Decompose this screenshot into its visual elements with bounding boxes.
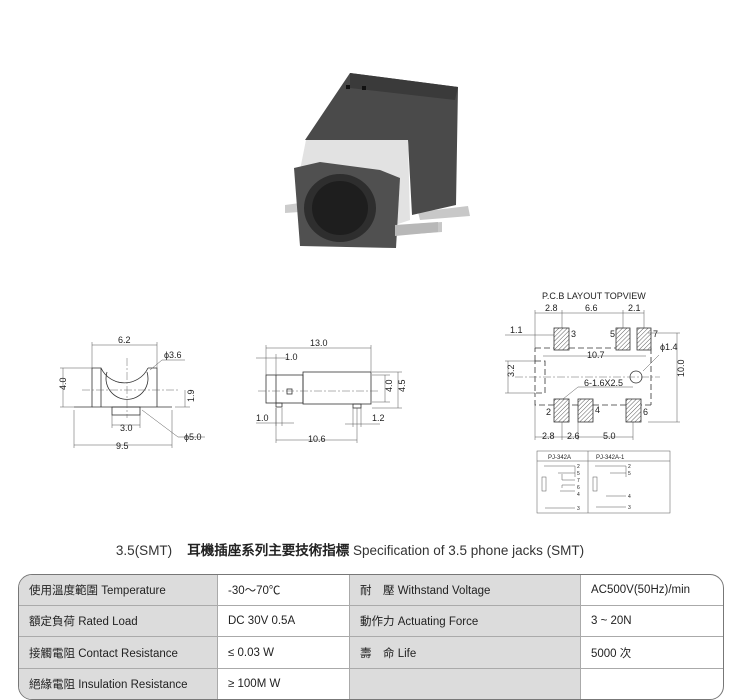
- front-view-drawing: 6.2 ϕ3.6 4.0 1.9 3.0 ϕ5.0 9.5: [58, 335, 205, 451]
- spec-value: ≤ 0.03 W: [217, 636, 350, 669]
- pin-label: 4: [577, 492, 580, 498]
- dim-side-height: 4.0: [384, 379, 394, 392]
- dim-inner-span: 10.7: [587, 350, 605, 360]
- spec-value: -30～70℃: [217, 575, 350, 607]
- dim-top-3: 2.1: [628, 303, 641, 313]
- spec-value: ≥ 100M W: [217, 667, 350, 699]
- dim-outer-dia: ϕ5.0: [184, 432, 202, 442]
- pin-label: 4: [628, 494, 631, 500]
- pad-label: 4: [595, 405, 600, 415]
- pad-label: 2: [546, 407, 551, 417]
- dim-top-1: 2.8: [545, 303, 558, 313]
- pad-label: 3: [571, 329, 576, 339]
- table-row: 接觸電阻 Contact Resistance ≤ 0.03 W 壽 命 Lif…: [19, 636, 723, 669]
- dim-bottom-3: 5.0: [603, 431, 616, 441]
- dim-top-2: 6.6: [585, 303, 598, 313]
- pin-label: 5: [628, 471, 631, 477]
- table-row: 絕緣電阻 Insulation Resistance ≥ 100M W: [19, 667, 723, 699]
- spec-label: 額定負荷 Rated Load: [19, 605, 218, 638]
- pad-label: 6: [643, 407, 648, 417]
- spec-value: AC500V(50Hz)/min: [580, 575, 723, 607]
- title-prefix: 3.5(SMT): [115, 543, 173, 558]
- spec-label: 使用溫度範圍 Temperature: [19, 575, 218, 607]
- dim-pad-size: 6-1.6X2.5: [584, 378, 623, 388]
- spec-label: 動作力 Actuating Force: [349, 605, 581, 638]
- spec-label: 壽 命 Life: [349, 636, 581, 669]
- spec-value: 3 ~ 20N: [580, 605, 723, 638]
- table-row: 使用溫度範圍 Temperature -30～70℃ 耐 壓 Withstand…: [19, 575, 723, 607]
- pad-label: 5: [610, 329, 615, 339]
- pin-label: 2: [577, 464, 580, 470]
- pin-label: 7: [577, 478, 580, 484]
- title-chinese: 耳機插座系列主要技術指標: [187, 543, 350, 558]
- spec-label: 絕緣電阻 Insulation Resistance: [19, 667, 218, 699]
- dim-pin-width: 1.2: [372, 413, 385, 423]
- pin-label: 2: [628, 464, 631, 470]
- dim-total-height-pcb: 10.0: [676, 359, 686, 377]
- title-english: Specification of 3.5 phone jacks (SMT): [352, 543, 585, 558]
- pad-label: 7: [653, 329, 658, 339]
- dim-pin-front: 1.0: [256, 413, 269, 423]
- spec-value: [580, 667, 723, 699]
- dim-bottom-1: 2.8: [542, 431, 555, 441]
- dim-bottom-2: 2.6: [567, 431, 580, 441]
- dim-height: 4.0: [58, 377, 68, 390]
- dim-bottom-width: 3.0: [120, 423, 133, 433]
- pin-label: 5: [577, 471, 580, 477]
- dim-width-top: 6.2: [118, 335, 131, 345]
- product-photo: [285, 73, 470, 248]
- model-label-a: PJ-342A: [548, 455, 571, 461]
- spec-label: [349, 667, 581, 699]
- spec-label: 耐 壓 Withstand Voltage: [349, 575, 581, 607]
- dim-center-height: 1.9: [186, 389, 196, 402]
- dim-hole: ϕ1.4: [660, 342, 678, 352]
- spec-value: 5000 次: [580, 636, 723, 669]
- dim-front-length: 1.0: [285, 352, 298, 362]
- spec-table: 使用溫度範圍 Temperature -30～70℃ 耐 壓 Withstand…: [18, 574, 724, 700]
- schematic-diagram: PJ-342A PJ-342A-1 2 5 7 6 4 3 2 5 4 3: [536, 450, 671, 514]
- spec-title: 3.5(SMT) 耳機插座系列主要技術指標 Specification of 3…: [0, 539, 700, 559]
- dim-total-height: 4.5: [397, 379, 407, 392]
- dim-inner-dia: ϕ3.6: [164, 350, 182, 360]
- dim-slot: 3.2: [506, 364, 516, 377]
- pcb-layout-title: P.C.B LAYOUT TOPVIEW: [542, 291, 646, 301]
- model-label-b: PJ-342A-1: [596, 455, 625, 461]
- dim-offset: 1.1: [510, 325, 523, 335]
- table-row: 額定負荷 Rated Load DC 30V 0.5A 動作力 Actuatin…: [19, 605, 723, 638]
- dim-total-width: 9.5: [116, 441, 129, 451]
- spec-label: 接觸電阻 Contact Resistance: [19, 636, 218, 669]
- dim-length: 13.0: [310, 338, 328, 348]
- pcb-layout-drawing: P.C.B LAYOUT TOPVIEW 2.8 6.6 2.1 1.1 10.…: [505, 291, 686, 441]
- pin-label: 3: [577, 506, 580, 512]
- pin-label: 3: [628, 505, 631, 511]
- drawings: 6.2 ϕ3.6 4.0 1.9 3.0 ϕ5.0 9.5 13.0 1.0 4…: [58, 73, 686, 514]
- side-view-drawing: 13.0 1.0 4.0 4.5 1.0 1.2 10.6: [256, 338, 407, 444]
- spec-value: DC 30V 0.5A: [217, 605, 350, 638]
- dim-pin-span: 10.6: [308, 434, 326, 444]
- pin-label: 6: [577, 485, 580, 491]
